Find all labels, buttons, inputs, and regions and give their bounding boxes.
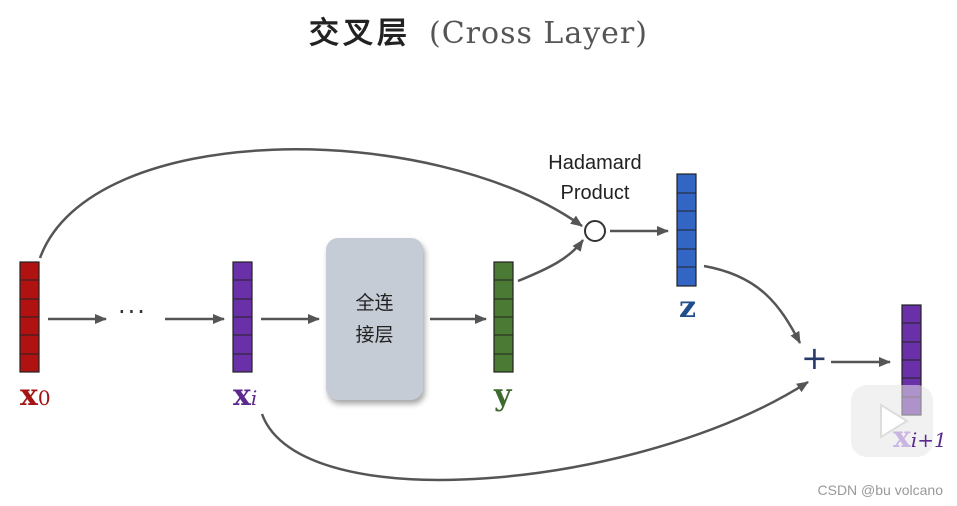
label-xi-base: x [233, 378, 251, 413]
label-x0: x0 [20, 378, 51, 413]
title-english: (Cross Layer) [429, 16, 648, 51]
label-xi1-sub: i+1 [910, 428, 947, 452]
play-triangle-icon [880, 403, 909, 439]
diagram-title: 交叉层 (Cross Layer) [0, 8, 957, 52]
arrow-x0-to-hadamard [38, 148, 583, 259]
vector-y [493, 261, 514, 373]
label-xi1-base: x [893, 420, 911, 455]
arrow-z-to-plus [703, 264, 802, 344]
vector-z [676, 173, 697, 287]
fc-label-line1: 全连 [355, 292, 394, 314]
ellipsis: ··· [118, 298, 147, 326]
arrow-xi-to-plus [260, 380, 809, 482]
vector-x0 [19, 261, 40, 373]
plus-operator: + [801, 339, 828, 377]
fully-connected-layer-box: 全连 接层 [326, 238, 423, 400]
vector-xi [232, 261, 253, 373]
label-x0-base: x [20, 378, 38, 413]
label-y-base: y [494, 378, 512, 413]
label-xi: xi [233, 378, 257, 413]
hadamard-label-line1: Hadamard [548, 152, 642, 174]
label-xi-sub: i [250, 386, 258, 410]
label-z: z [679, 290, 696, 325]
label-xi-plus-1: xi+1 [893, 420, 947, 455]
hadamard-label-line2: Product [560, 182, 630, 204]
label-z-base: z [679, 290, 697, 325]
arrow-y-to-hadamard [517, 239, 585, 283]
label-y: y [494, 378, 511, 413]
video-play-overlay-icon [851, 385, 933, 457]
title-chinese: 交叉层 [309, 16, 412, 51]
fc-label-line2: 接层 [355, 324, 394, 346]
watermark: CSDN @bu volcano [817, 482, 944, 498]
hadamard-node [584, 220, 606, 242]
label-x0-sub: 0 [37, 386, 51, 410]
hadamard-label: Hadamard Product [530, 148, 660, 208]
